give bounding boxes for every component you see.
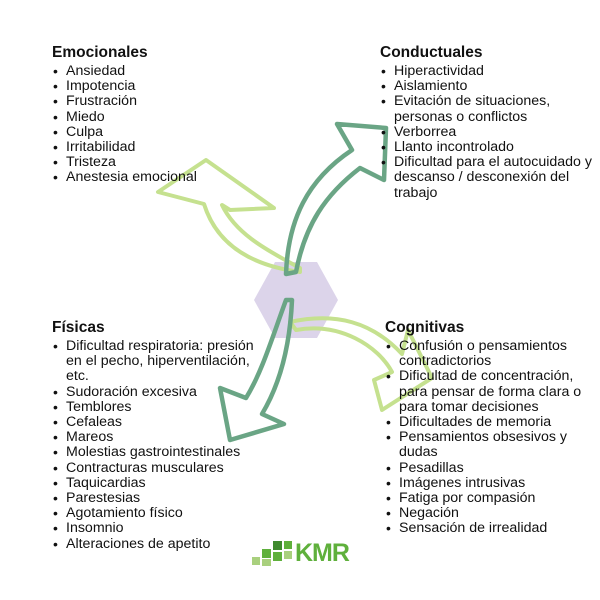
list-item: Parestesias bbox=[52, 490, 267, 506]
list-item: Mareos bbox=[52, 430, 267, 446]
section-cognitivas: Cognitivas Confusión o pensamientos cont… bbox=[385, 319, 595, 537]
section-title-cognitivas: Cognitivas bbox=[385, 319, 465, 336]
list-item: Hiperactividad bbox=[380, 63, 595, 79]
list-item: Fatiga por compasión bbox=[385, 490, 595, 506]
section-conductuales: Conductuales HiperactividadAislamientoEv… bbox=[380, 44, 595, 201]
list-item: Negación bbox=[385, 506, 595, 522]
list-item: Agotamiento físico bbox=[52, 506, 267, 522]
logo-text: KMR bbox=[295, 539, 350, 567]
list-item: Molestias gastrointestinales bbox=[52, 445, 267, 461]
section-emocionales: Emocionales AnsiedadImpotenciaFrustració… bbox=[52, 44, 282, 186]
list-item: Dificultad para el autocuidado y descans… bbox=[380, 155, 595, 201]
list-item: Ansiedad bbox=[52, 63, 282, 79]
section-title-emocionales: Emocionales bbox=[52, 44, 148, 61]
list-item: Culpa bbox=[52, 124, 282, 140]
section-fisicas: Físicas Dificultad respiratoria: presión… bbox=[52, 319, 267, 552]
section-title-fisicas: Físicas bbox=[52, 319, 105, 336]
list-item: Taquicardias bbox=[52, 475, 267, 491]
list-item: Pesadillas bbox=[385, 460, 595, 476]
list-item: Irritabilidad bbox=[52, 139, 282, 155]
list-cognitivas: Confusión o pensamientos contradictorios… bbox=[385, 338, 595, 537]
list-item: Miedo bbox=[52, 109, 282, 125]
list-item: Temblores bbox=[52, 399, 267, 415]
list-item: Dificultad respiratoria: presión en el p… bbox=[52, 338, 267, 385]
pixel-squares-icon bbox=[252, 541, 292, 566]
list-item: Sudoración excesiva bbox=[52, 384, 267, 400]
section-title-conductuales: Conductuales bbox=[380, 44, 483, 61]
list-item: Insomnio bbox=[52, 521, 267, 537]
list-item: Sensación de irrealidad bbox=[385, 521, 595, 537]
list-item: Confusión o pensamientos contradictorios bbox=[385, 338, 595, 369]
list-item: Pensamientos obsesivos y dudas bbox=[385, 430, 595, 461]
list-item: Llanto incontrolado bbox=[380, 139, 595, 155]
list-item: Contracturas musculares bbox=[52, 460, 267, 476]
list-item: Anestesia emocional bbox=[52, 170, 282, 186]
list-item: Imágenes intrusivas bbox=[385, 475, 595, 491]
list-conductuales: HiperactividadAislamientoEvitación de si… bbox=[380, 63, 595, 201]
list-item: Frustración bbox=[52, 94, 282, 110]
list-item: Dificultades de memoria bbox=[385, 414, 595, 430]
list-item: Tristeza bbox=[52, 155, 282, 171]
list-item: Alteraciones de apetito bbox=[52, 536, 267, 552]
kmr-logo: KMR bbox=[250, 537, 350, 569]
list-item: Verborrea bbox=[380, 124, 595, 140]
list-emocionales: AnsiedadImpotenciaFrustraciónMiedoCulpaI… bbox=[52, 63, 282, 186]
list-item: Dificultad de concentración, para pensar… bbox=[385, 369, 595, 415]
list-item: Evitación de situaciones, personas o con… bbox=[380, 94, 595, 125]
arrow-conductuales bbox=[283, 121, 389, 277]
list-fisicas: Dificultad respiratoria: presión en el p… bbox=[52, 338, 267, 552]
list-item: Aislamiento bbox=[380, 79, 595, 95]
list-item: Cefaleas bbox=[52, 414, 267, 430]
list-item: Impotencia bbox=[52, 79, 282, 95]
